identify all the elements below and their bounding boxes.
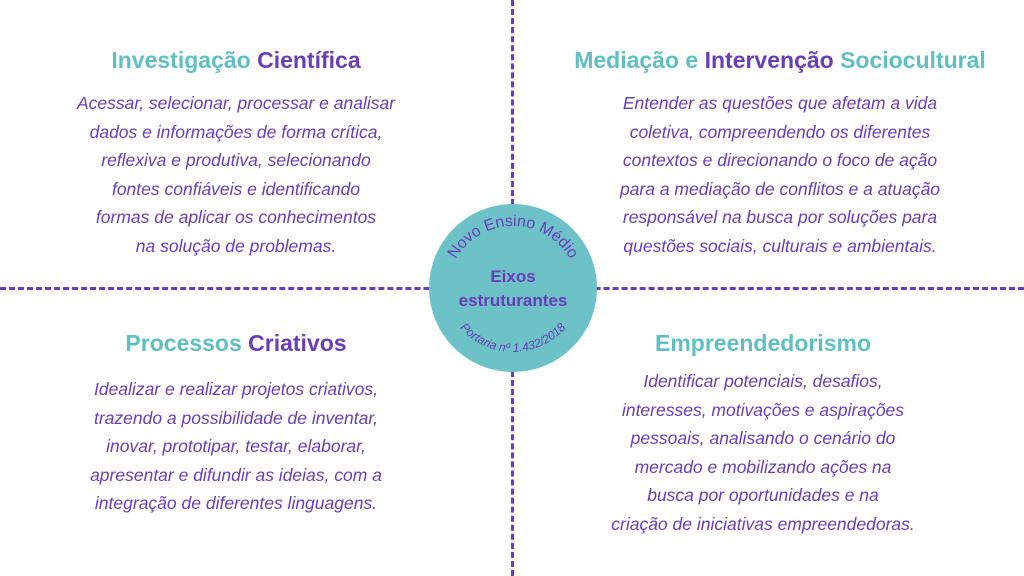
quadrant-processos: Processos Criativos Idealizar e realizar… (20, 328, 452, 518)
center-badge: Novo Ensino Médio Eixos estruturantes Po… (429, 204, 597, 372)
quadrant-empreendedorismo: Empreendedorismo Identificar potenciais,… (540, 328, 986, 539)
quadrant-title: Processos Criativos (125, 330, 347, 356)
quadrant-title: Mediação e Intervenção Sociocultural (574, 47, 986, 73)
quadrant-mediacao: Mediação e Intervenção Sociocultural Ent… (537, 45, 1023, 261)
quadrant-body: Idealizar e realizar projetos criativos,… (90, 379, 382, 514)
quadrant-investigacao: Investigação Científica Acessar, selecio… (20, 45, 452, 261)
quadrant-body: Acessar, selecionar, processar e analisa… (76, 93, 396, 256)
quadrant-title: Investigação Científica (111, 47, 361, 73)
quadrant-body: Identificar potenciais, desafios,interes… (611, 371, 915, 534)
quadrant-title: Empreendedorismo (655, 330, 871, 356)
badge-circle (429, 204, 597, 372)
badge-line2: estruturantes (459, 291, 568, 310)
badge-line1: Eixos (490, 267, 535, 286)
